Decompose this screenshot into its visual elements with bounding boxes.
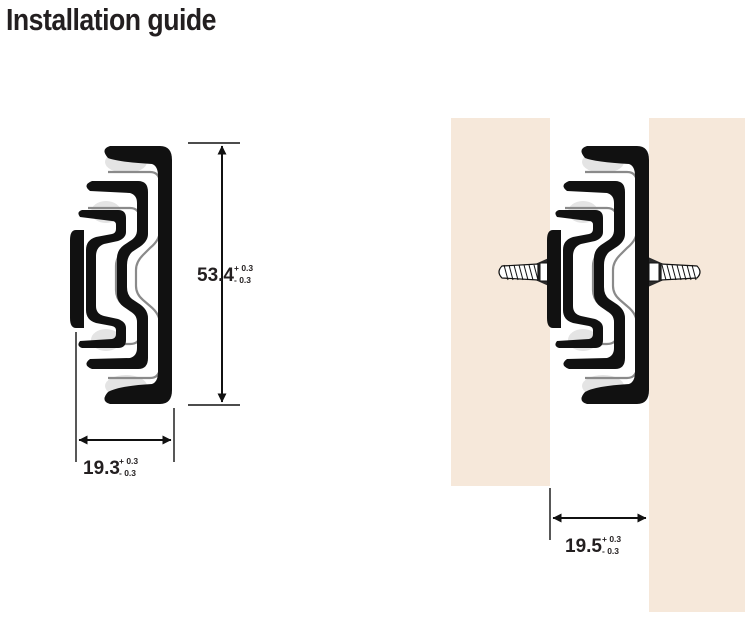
height-value: 53.4 bbox=[197, 265, 234, 286]
height-tol-minus: - 0.3 bbox=[234, 275, 251, 285]
drawer-side-panel bbox=[451, 118, 550, 486]
height-tol-plus: + 0.3 bbox=[234, 263, 253, 273]
rail-profile-left bbox=[68, 144, 174, 406]
screw-right bbox=[648, 257, 701, 287]
rail-profile-installed bbox=[545, 144, 651, 406]
width-dimension: 19.3 + 0.3 - 0.3 bbox=[75, 332, 175, 479]
gap-tol-minus: - 0.3 bbox=[602, 546, 619, 556]
gap-value: 19.5 bbox=[565, 536, 602, 557]
gap-tol-plus: + 0.3 bbox=[602, 534, 621, 544]
width-tol-plus: + 0.3 bbox=[119, 456, 138, 466]
width-tol-minus: - 0.3 bbox=[119, 468, 136, 478]
width-value: 19.3 bbox=[83, 458, 120, 479]
cabinet-side-panel bbox=[649, 118, 745, 612]
page-title: Installation guide bbox=[6, 2, 216, 37]
height-dimension: 53.4 + 0.3 - 0.3 bbox=[188, 142, 253, 406]
gap-dimension: 19.5 + 0.3 - 0.3 bbox=[549, 488, 647, 557]
